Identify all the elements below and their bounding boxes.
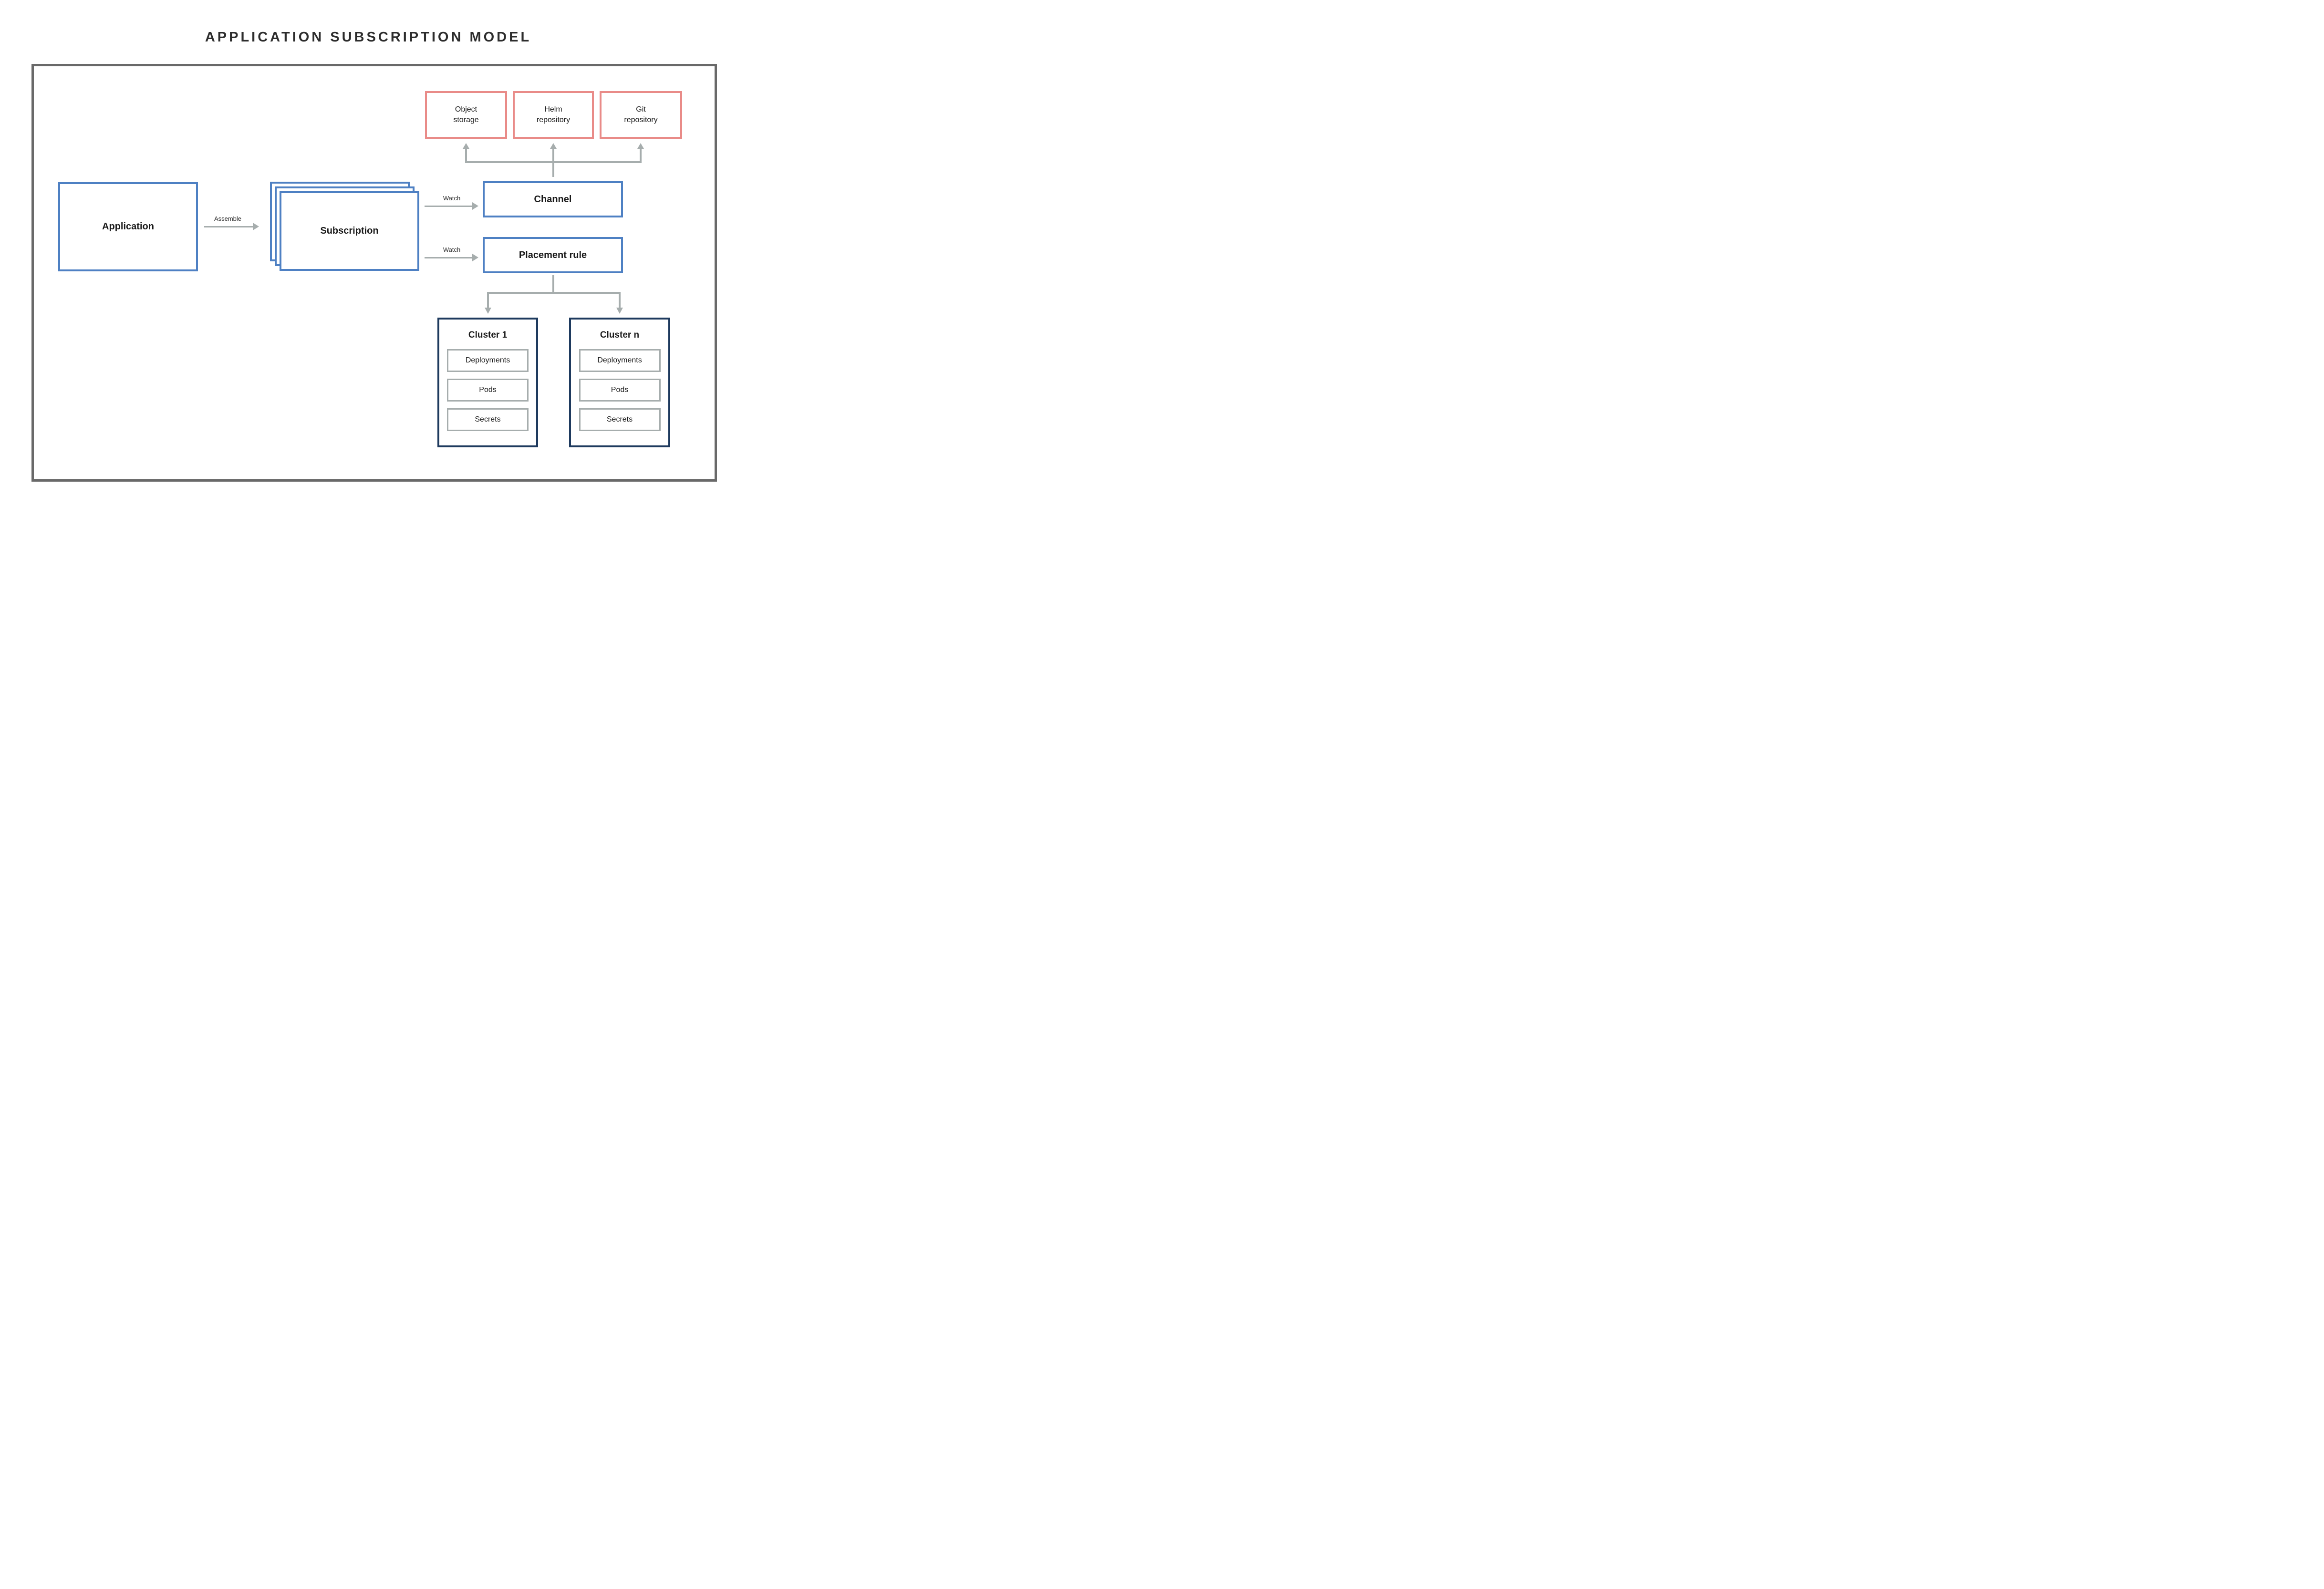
connector-line-clustern xyxy=(619,293,621,308)
cluster-n-secrets-box: Secrets xyxy=(579,408,661,431)
cluster-1-secrets-box: Secrets xyxy=(447,408,529,431)
connector-line-placement-stem xyxy=(552,275,554,293)
watch-placement-arrow-right-icon xyxy=(472,254,478,261)
subscription-label: Subscription xyxy=(320,226,379,236)
helm-repository-label: Helm repository xyxy=(536,105,571,124)
cluster-n-node: Cluster n Deployments Pods Secrets xyxy=(569,318,670,447)
arrow-down-cluster1-icon xyxy=(485,308,491,314)
watch-channel-arrow-line xyxy=(425,206,472,207)
subscription-node: Subscription xyxy=(280,191,419,271)
application-node: Application xyxy=(58,182,198,271)
cluster-n-deployments-box: Deployments xyxy=(579,349,661,372)
application-label: Application xyxy=(102,221,154,232)
cluster-1-pods-box: Pods xyxy=(447,379,529,402)
placement-rule-node: Placement rule xyxy=(483,237,623,273)
watch-channel-arrow-right-icon xyxy=(472,202,478,210)
git-repository-node: Git repository xyxy=(600,91,682,139)
assemble-arrow-right-icon xyxy=(253,223,259,230)
arrow-up-object-storage-icon xyxy=(463,143,469,149)
channel-label: Channel xyxy=(534,194,572,205)
channel-node: Channel xyxy=(483,181,623,217)
git-repository-label: Git repository xyxy=(624,105,658,124)
arrow-up-git-repository-icon xyxy=(637,143,644,149)
cluster-1-deployments-box: Deployments xyxy=(447,349,529,372)
connector-line-clusters-horizontal xyxy=(487,292,621,294)
assemble-edge-label: Assemble xyxy=(214,215,242,222)
watch-channel-edge-label: Watch xyxy=(443,195,461,202)
arrow-down-clustern-icon xyxy=(616,308,623,314)
connector-line-object-storage xyxy=(465,148,467,162)
application-subscription-model-diagram: APPLICATION SUBSCRIPTION MODEL Object st… xyxy=(0,0,737,504)
watch-placement-arrow-line xyxy=(425,257,472,258)
arrow-up-helm-repository-icon xyxy=(550,143,557,149)
connector-line-git-repository xyxy=(640,148,642,162)
cluster-1-title: Cluster 1 xyxy=(468,330,508,340)
connector-line-cluster1 xyxy=(487,293,489,308)
helm-repository-node: Helm repository xyxy=(513,91,594,139)
cluster-n-pods-box: Pods xyxy=(579,379,661,402)
watch-placement-edge-label: Watch xyxy=(443,246,461,253)
cluster-n-title: Cluster n xyxy=(600,330,640,340)
assemble-arrow-line xyxy=(204,226,253,227)
placement-rule-label: Placement rule xyxy=(519,249,587,260)
object-storage-node: Object storage xyxy=(425,91,507,139)
object-storage-label: Object storage xyxy=(453,105,479,124)
cluster-1-node: Cluster 1 Deployments Pods Secrets xyxy=(437,318,538,447)
diagram-title: APPLICATION SUBSCRIPTION MODEL xyxy=(205,30,532,45)
connector-line-helm-repository xyxy=(552,148,554,162)
connector-line-channel-stem xyxy=(552,162,554,177)
diagram-frame xyxy=(31,64,717,482)
